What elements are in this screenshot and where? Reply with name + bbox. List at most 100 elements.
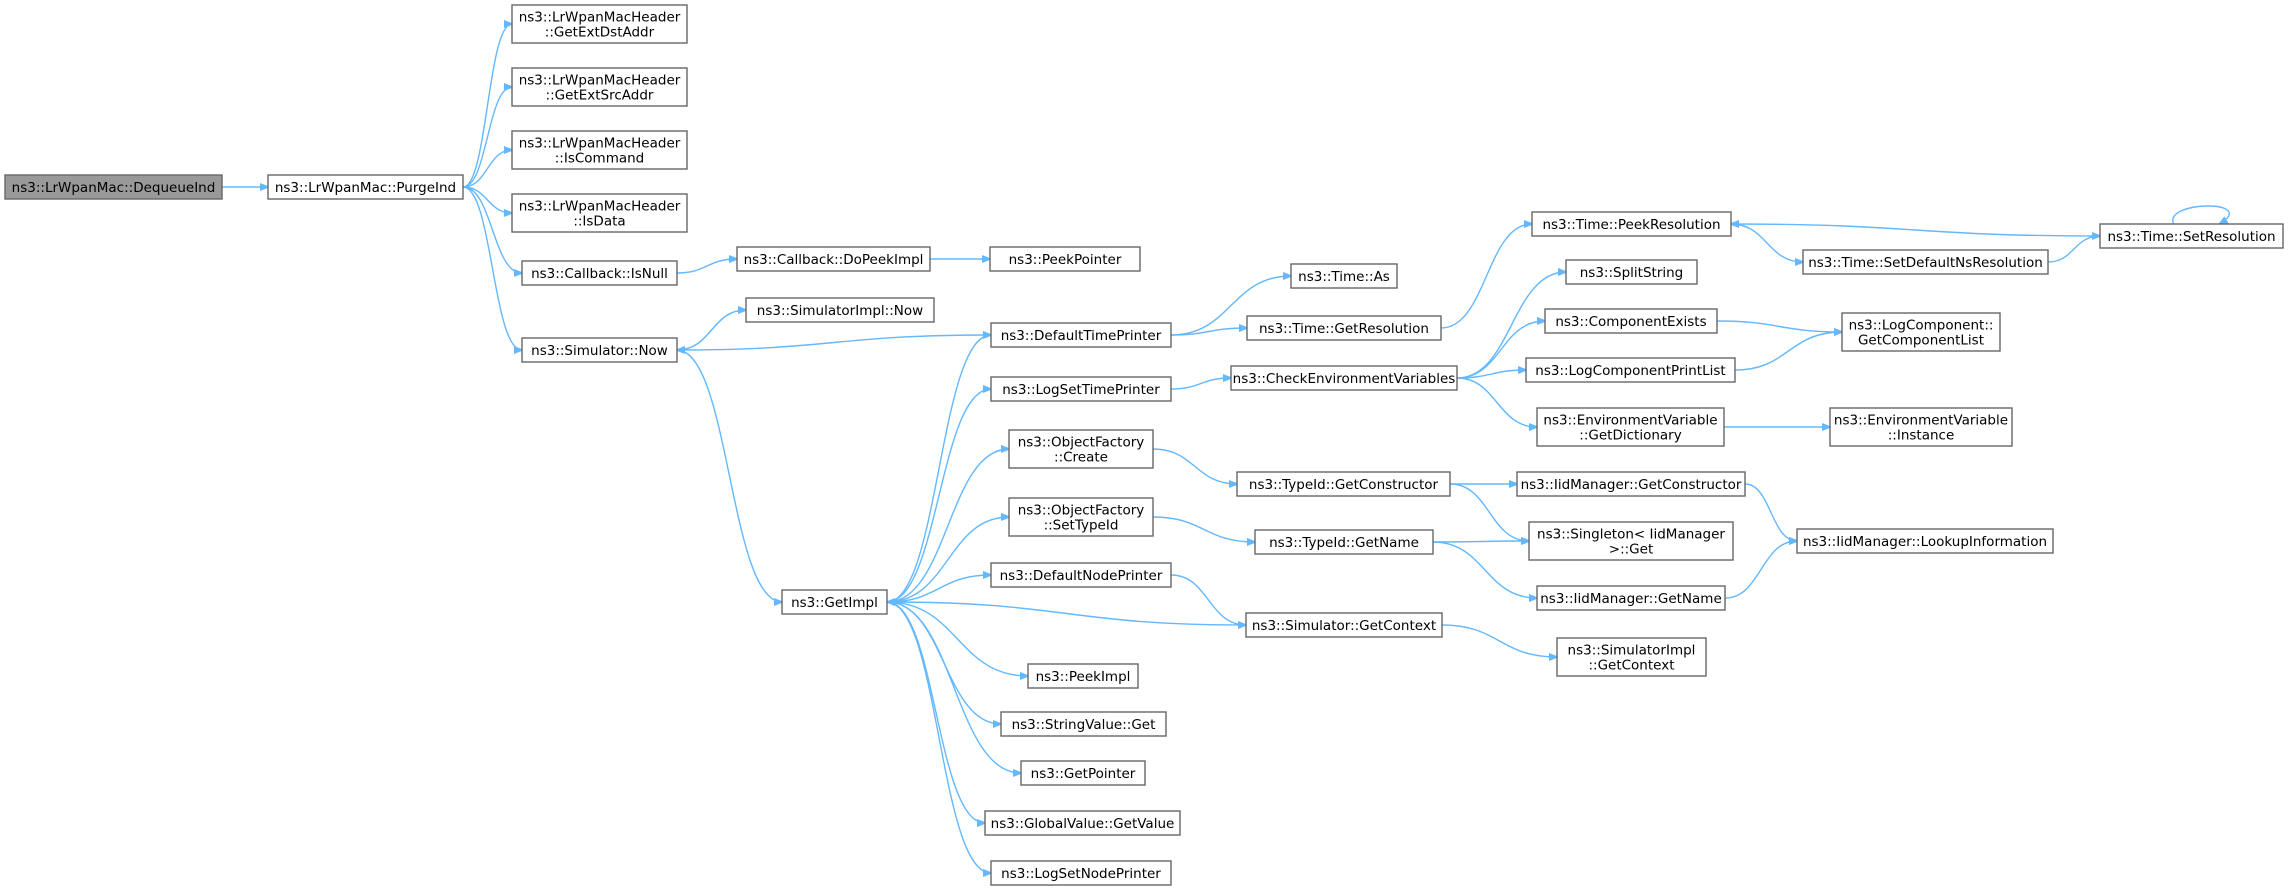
graph-node-LogComponentPrintList[interactable]: ns3::LogComponentPrintList xyxy=(1525,357,1736,383)
edge-GetImpl-to-DefaultTimePrinter xyxy=(886,335,991,603)
graph-node-GetPointer[interactable]: ns3::GetPointer xyxy=(1020,760,1146,786)
node-label: ns3::PeekPointer xyxy=(1009,252,1122,268)
node-label: ns3::SimulatorImpl::Now xyxy=(757,303,923,319)
edge-TypeIdGetName-to-IidGetName xyxy=(1432,541,1537,598)
node-box xyxy=(984,810,1181,836)
node-label: ns3::LogSetNodePrinter xyxy=(1001,866,1161,882)
edge-TimeGetResolution-to-TimePeekResolution xyxy=(1440,224,1532,329)
node-box xyxy=(990,860,1172,886)
node-label: ns3::Simulator::Now xyxy=(531,343,668,359)
node-box xyxy=(990,562,1172,588)
edge-SimNow-to-SimImplNow xyxy=(676,310,746,351)
node-box xyxy=(990,322,1172,348)
graph-node-DoPeekImpl[interactable]: ns3::Callback::DoPeekImpl xyxy=(736,246,931,272)
graph-node-SplitString[interactable]: ns3::SplitString xyxy=(1565,259,1698,285)
graph-node-TimeAs[interactable]: ns3::Time::As xyxy=(1290,263,1398,289)
graph-node-DefaultNodePrinter[interactable]: ns3::DefaultNodePrinter xyxy=(990,562,1172,588)
node-box xyxy=(1245,612,1443,638)
graph-node-SimImplNow[interactable]: ns3::SimulatorImpl::Now xyxy=(745,297,935,323)
node-label: ::IsCommand xyxy=(555,151,645,167)
graph-node-IidGetName[interactable]: ns3::IidManager::GetName xyxy=(1536,585,1726,611)
node-label: ns3::IidManager::GetName xyxy=(1540,591,1722,607)
graph-node-GetExtSrcAddr[interactable]: ns3::LrWpanMacHeader::GetExtSrcAddr xyxy=(511,67,688,107)
node-label: ns3::DefaultTimePrinter xyxy=(1001,328,1162,344)
node-label: ns3::Time::As xyxy=(1298,269,1390,285)
graph-node-GetImpl[interactable]: ns3::GetImpl xyxy=(781,589,888,615)
graph-node-TypeIdGetConstructor[interactable]: ns3::TypeId::GetConstructor xyxy=(1236,471,1451,497)
node-label: >::Get xyxy=(1609,542,1653,558)
graph-node-CheckEnv[interactable]: ns3::CheckEnvironmentVariables xyxy=(1230,365,1458,391)
edge-TimePeekResolution-to-TimeSetDefaultNsResolution xyxy=(1730,223,1803,262)
graph-node-EnvVarGetDictionary[interactable]: ns3::EnvironmentVariable::GetDictionary xyxy=(1536,407,1725,447)
node-box xyxy=(1236,471,1451,497)
graph-node-LogSetNodePrinter[interactable]: ns3::LogSetNodePrinter xyxy=(990,860,1172,886)
graph-node-TimeSetDefaultNsResolution[interactable]: ns3::Time::SetDefaultNsResolution xyxy=(1802,249,2049,275)
node-label: ns3::GlobalValue::GetValue xyxy=(991,816,1175,832)
graph-node-LogComponentGetList[interactable]: ns3::LogComponent::GetComponentList xyxy=(1841,312,2001,352)
graph-node-SimImplGetContext[interactable]: ns3::SimulatorImpl::GetContext xyxy=(1556,637,1707,677)
node-label: ::GetExtSrcAddr xyxy=(546,88,654,104)
edge-GetImpl-to-OFSetTypeId xyxy=(886,517,1009,603)
node-label: ns3::LrWpanMac::PurgeInd xyxy=(275,180,456,196)
node-box xyxy=(521,337,678,363)
graph-node-IidGetConstructor[interactable]: ns3::IidManager::GetConstructor xyxy=(1516,471,1746,497)
node-box xyxy=(1531,211,1732,237)
edge-GetImpl-to-DefaultNodePrinter xyxy=(886,575,991,603)
node-box xyxy=(1000,711,1167,737)
graph-node-StringValueGet[interactable]: ns3::StringValue::Get xyxy=(1000,711,1167,737)
node-label: ns3::SimulatorImpl xyxy=(1568,643,1696,659)
node-label: ns3::Callback::DoPeekImpl xyxy=(744,252,924,268)
graph-node-IsNull[interactable]: ns3::Callback::IsNull xyxy=(521,260,678,286)
graph-node-PurgeInd[interactable]: ns3::LrWpanMac::PurgeInd xyxy=(267,174,464,200)
graph-node-SimNow[interactable]: ns3::Simulator::Now xyxy=(521,337,678,363)
graph-node-DequeueInd: ns3::LrWpanMac::DequeueInd xyxy=(4,174,223,200)
graph-node-SingletonGet[interactable]: ns3::Singleton< IidManager>::Get xyxy=(1528,521,1734,561)
edge-TimeSetResolution-to-TimePeekResolution xyxy=(1731,224,2101,237)
graph-node-OFCreate[interactable]: ns3::ObjectFactory::Create xyxy=(1008,429,1154,469)
graph-node-IsCommand[interactable]: ns3::LrWpanMacHeader::IsCommand xyxy=(511,130,688,170)
node-box xyxy=(1544,308,1718,334)
graph-node-ComponentExists[interactable]: ns3::ComponentExists xyxy=(1544,308,1718,334)
graph-node-OFSetTypeId[interactable]: ns3::ObjectFactory::SetTypeId xyxy=(1008,497,1154,537)
edge-layer xyxy=(221,24,2230,873)
node-box xyxy=(1565,259,1698,285)
node-box xyxy=(1230,365,1458,391)
node-label: ns3::Time::PeekResolution xyxy=(1542,217,1720,233)
node-label: ns3::SplitString xyxy=(1580,265,1684,281)
graph-node-SimGetContext[interactable]: ns3::Simulator::GetContext xyxy=(1245,612,1443,638)
graph-node-TimeSetResolution[interactable]: ns3::Time::SetResolution xyxy=(2099,223,2284,249)
node-box xyxy=(990,376,1172,402)
node-box xyxy=(511,4,688,44)
edge-PurgeInd-to-GetExtDstAddr xyxy=(462,24,512,188)
node-label: ns3::LogSetTimePrinter xyxy=(1002,382,1160,398)
graph-node-LogSetTimePrinter[interactable]: ns3::LogSetTimePrinter xyxy=(990,376,1172,402)
graph-node-IsData[interactable]: ns3::LrWpanMacHeader::IsData xyxy=(511,193,688,233)
node-label: ns3::Singleton< IidManager xyxy=(1537,527,1725,543)
graph-node-DefaultTimePrinter[interactable]: ns3::DefaultTimePrinter xyxy=(990,322,1172,348)
node-label: ns3::Time::GetResolution xyxy=(1259,321,1429,337)
node-label: ns3::Time::SetResolution xyxy=(2107,229,2275,245)
edge-GetImpl-to-LogSetTimePrinter xyxy=(886,389,991,603)
edge-GetImpl-to-GetPointer xyxy=(886,601,1021,773)
graph-node-PeekPointer[interactable]: ns3::PeekPointer xyxy=(989,246,1141,272)
graph-node-GetExtDstAddr[interactable]: ns3::LrWpanMacHeader::GetExtDstAddr xyxy=(511,4,688,44)
graph-node-TypeIdGetName[interactable]: ns3::TypeId::GetName xyxy=(1254,529,1434,555)
edge-GetImpl-to-LogSetNodePrinter xyxy=(886,601,991,873)
node-label: ns3::GetImpl xyxy=(791,595,878,611)
graph-node-EnvVarInstance[interactable]: ns3::EnvironmentVariable::Instance xyxy=(1829,407,2013,447)
node-label: ns3::Time::SetDefaultNsResolution xyxy=(1808,255,2043,271)
node-label: ns3::IidManager::GetConstructor xyxy=(1521,477,1742,493)
graph-node-GlobalValueGetValue[interactable]: ns3::GlobalValue::GetValue xyxy=(984,810,1181,836)
graph-node-TimeGetResolution[interactable]: ns3::Time::GetResolution xyxy=(1246,315,1442,341)
node-box xyxy=(1254,529,1434,555)
node-label: ns3::DefaultNodePrinter xyxy=(1000,568,1163,584)
edge-OFCreate-to-TypeIdGetConstructor xyxy=(1152,448,1237,484)
node-box xyxy=(1290,263,1398,289)
graph-node-PeekImpl[interactable]: ns3::PeekImpl xyxy=(1027,663,1139,689)
edge-TimeSetResolution-to-TimeSetResolution xyxy=(2172,205,2230,224)
graph-node-TimePeekResolution[interactable]: ns3::Time::PeekResolution xyxy=(1531,211,1732,237)
edge-ComponentExists-to-LogComponentGetList xyxy=(1716,320,1842,332)
graph-node-IidLookupInformation[interactable]: ns3::IidManager::LookupInformation xyxy=(1796,528,2054,554)
